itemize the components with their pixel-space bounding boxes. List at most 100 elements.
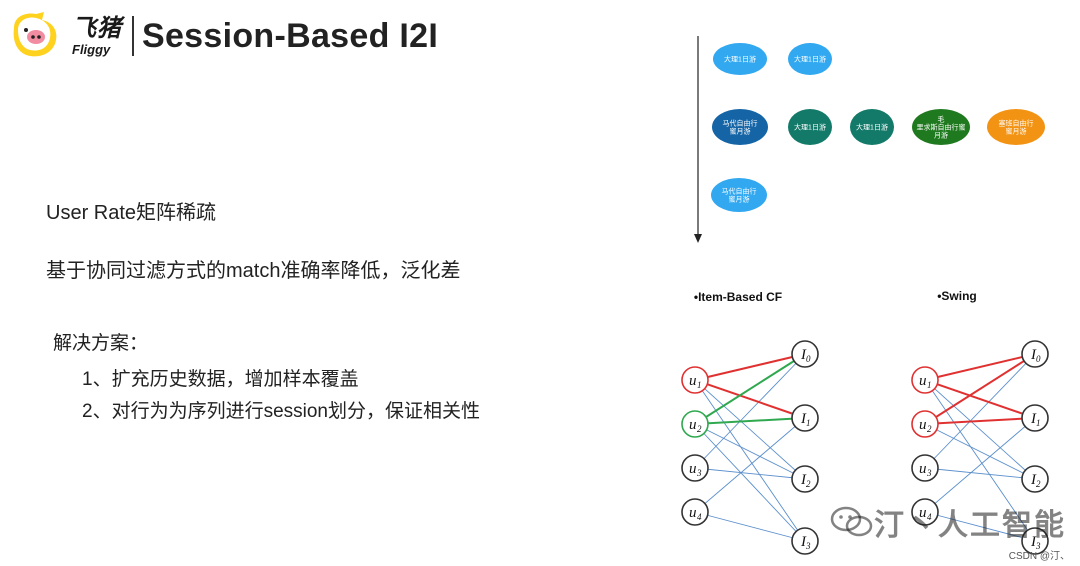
session-node-r1-2-label: 大理1日游	[794, 55, 826, 64]
session-node-r1-2-shape	[788, 43, 832, 75]
item-based-cf-user-label: u	[689, 505, 697, 521]
session-node-r3-1-label: 蜜月游	[729, 195, 750, 204]
swing-title: •Swing	[937, 289, 977, 303]
session-node-r2-1-label: 马代自由行	[723, 119, 758, 128]
swing-edge	[924, 379, 1036, 419]
session-node-r2-4-label: 里求斯自由行蜜	[917, 123, 966, 132]
item-based-cf-edge	[694, 353, 806, 425]
slide-header: 飞猪 Fliggy Session-Based I2I	[8, 8, 438, 64]
session-node-r1-1-label: 大理1日游	[724, 55, 756, 64]
item-based-cf-user-sub: 3	[696, 468, 702, 478]
swing-edge	[924, 353, 1036, 469]
session-node-r2-5-label: 塞班自由行	[999, 119, 1034, 128]
swing-user-sub: 1	[927, 380, 932, 390]
swing-item-node	[1021, 465, 1049, 493]
swing-edge	[924, 417, 1036, 425]
item-based-cf-item-label: I	[800, 411, 807, 427]
swing-user-sub: 4	[927, 512, 932, 522]
solution-title: 解决方案：	[53, 333, 149, 354]
swing-user-node	[911, 410, 939, 438]
swing-item-node	[1021, 404, 1049, 432]
session-node-r2-1-shape	[712, 109, 768, 145]
item-based-cf-item-label: I	[800, 534, 807, 550]
item-based-cf-user-label: u	[689, 417, 697, 433]
solution-item-2: 2、对行为为序列进行session划分，保证相关性	[82, 401, 480, 422]
brand-name-cn: 飞猪	[72, 14, 122, 42]
watermark-text: 汀丶人工智能	[874, 509, 1066, 542]
timeline-arrow-icon	[694, 234, 702, 243]
swing-user-node	[911, 366, 939, 394]
swing-item-label: I	[1030, 347, 1037, 363]
problem-line-1: User Rate矩阵稀疏	[46, 202, 217, 224]
fliggy-logo	[8, 10, 66, 62]
item-based-cf-edge	[694, 353, 806, 381]
problem-line-2: 基于协同过滤方式的match准确率降低，泛化差	[46, 260, 461, 282]
session-node-r2-3-shape	[850, 109, 894, 145]
solution-item-1: 1、扩充历史数据，增加样本覆盖	[82, 369, 359, 390]
session-node-r2-3-label: 大理1日游	[856, 123, 888, 132]
item-based-cf-user-node	[681, 366, 709, 394]
item-based-cf-edge	[694, 511, 806, 542]
header-divider	[132, 16, 134, 56]
brand-wordmark: 飞猪 Fliggy	[72, 14, 122, 56]
item-based-cf-edge	[694, 467, 806, 480]
item-based-cf-user-node	[681, 498, 709, 526]
session-node-r1-1: 大理1日游	[713, 43, 767, 75]
swing-edge	[924, 511, 1036, 542]
swing-item-sub: 3	[1035, 541, 1041, 551]
swing-edge	[924, 379, 1036, 542]
swing-edge	[924, 417, 1036, 513]
swing-user-label: u	[919, 461, 927, 477]
item-based-cf-item-sub: 3	[805, 541, 811, 551]
swing-item-label: I	[1030, 472, 1037, 488]
session-node-r2-1-label: 蜜月游	[730, 127, 751, 136]
swing-item-node	[1021, 527, 1049, 555]
swing-edge	[924, 379, 1036, 480]
item-based-cf-user-label: u	[689, 461, 697, 477]
swing-item-sub: 0	[1036, 354, 1041, 364]
item-based-cf-item-sub: 2	[806, 479, 811, 489]
item-based-cf-edge	[694, 379, 806, 480]
item-based-cf-item-sub: 1	[806, 418, 811, 428]
item-based-cf-edge	[694, 379, 806, 419]
session-node-r1-2: 大理1日游	[788, 43, 832, 75]
session-node-r1-1-shape	[713, 43, 767, 75]
item-based-cf-edge	[694, 353, 806, 469]
watermark: 汀丶人工智能	[830, 500, 1066, 544]
item-based-cf-user-sub: 4	[697, 512, 702, 522]
item-based-cf-user-node	[681, 454, 709, 482]
swing-user-label: u	[919, 505, 927, 521]
session-node-r2-4-label: 毛	[938, 115, 945, 124]
item-based-cf-edge	[694, 423, 806, 480]
session-node-r3-1-label: 马代自由行	[722, 187, 757, 196]
swing-item-label: I	[1030, 411, 1037, 427]
item-based-cf-item-label: I	[800, 347, 807, 363]
session-node-r2-3: 大理1日游	[850, 109, 894, 145]
swing-user-sub: 3	[926, 468, 932, 478]
swing-edge	[924, 467, 1036, 480]
session-node-r2-4-shape	[912, 109, 970, 145]
session-node-r2-4-label: 月游	[934, 131, 948, 140]
item-based-cf-user-node	[681, 410, 709, 438]
item-based-cf-item-node	[791, 404, 819, 432]
swing-item-sub: 1	[1036, 418, 1041, 428]
item-based-cf-title: •Item-Based CF	[694, 290, 782, 304]
session-node-r2-5-label: 蜜月游	[1006, 127, 1027, 136]
swing-item-label: I	[1030, 534, 1037, 550]
pig-logo-icon	[13, 12, 57, 57]
item-based-cf-edge	[694, 423, 806, 542]
wechat-icon	[830, 506, 873, 537]
session-node-r2-2: 大理1日游	[788, 109, 832, 145]
csdn-credit: CSDN @汀、	[1008, 551, 1070, 562]
item-based-cf-item-node	[791, 465, 819, 493]
swing-edge	[924, 353, 1036, 381]
slide-title: Session-Based I2I	[142, 16, 439, 55]
session-node-r2-2-shape	[788, 109, 832, 145]
